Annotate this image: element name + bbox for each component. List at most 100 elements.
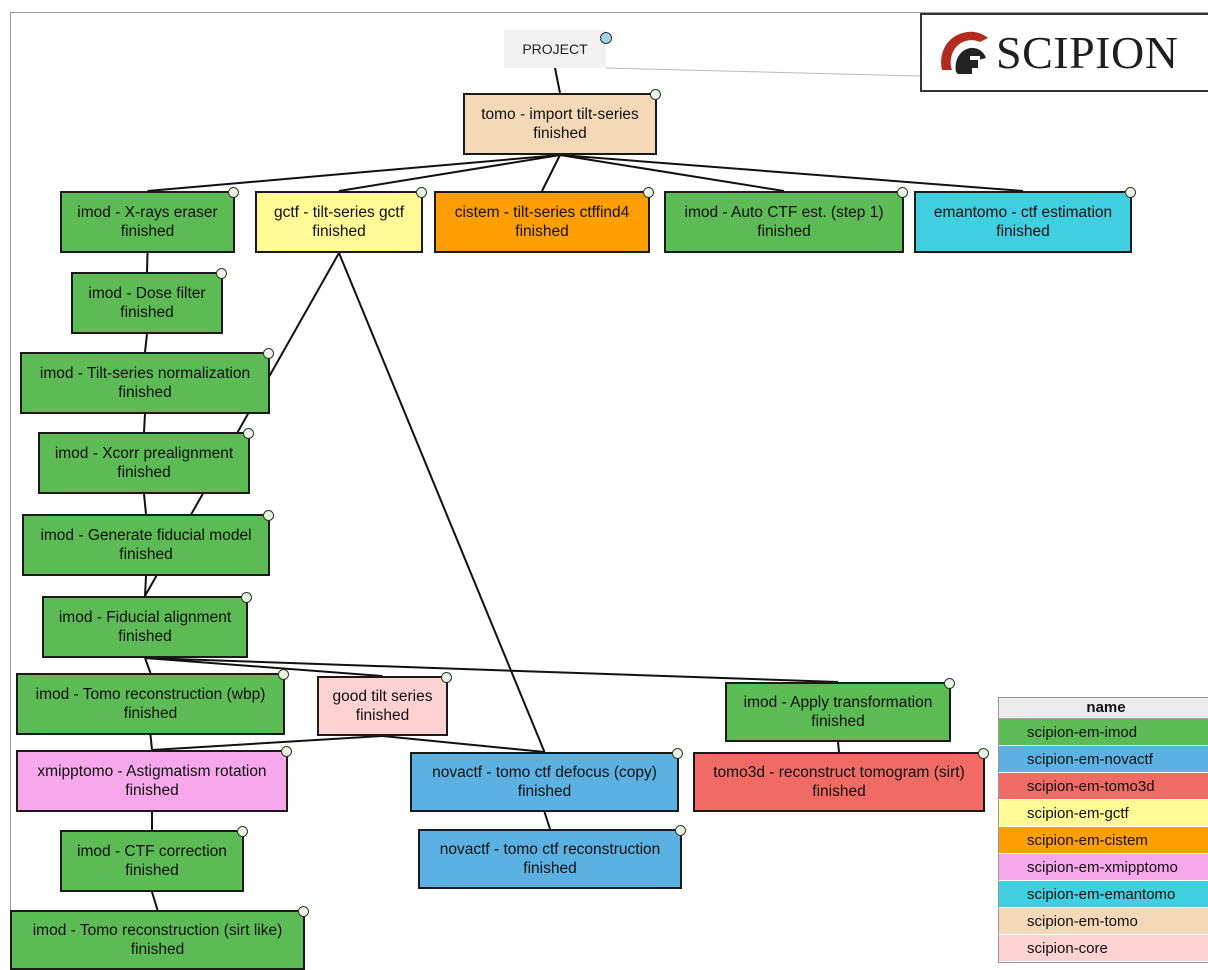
project-label: PROJECT xyxy=(522,41,588,57)
node-title: imod - Auto CTF est. (step 1) xyxy=(684,204,884,221)
protocol-node-autoctf[interactable]: imod - Auto CTF est. (step 1) finished xyxy=(664,187,908,253)
protocol-node-applytr[interactable]: imod - Apply transformation finished xyxy=(725,678,955,742)
status-dot-icon xyxy=(441,672,452,683)
edge-fidalign-goodts xyxy=(144,657,383,677)
protocol-node-tomo3d[interactable]: tomo3d - reconstruct tomogram (sirt)fini… xyxy=(693,748,989,812)
protocol-node-goodts[interactable]: good tilt series finished xyxy=(317,672,452,736)
legend-row: scipion-em-emantomo xyxy=(999,881,1208,908)
node-title: tomo - import tilt-series xyxy=(481,106,639,123)
node-title: imod - Tomo reconstruction (wbp) xyxy=(35,686,266,703)
node-title: imod - Tomo reconstruction (sirt like) xyxy=(32,922,283,939)
node-title: imod - Xcorr prealignment xyxy=(54,445,234,462)
edge-import-xrays xyxy=(147,154,561,192)
edge-novadef-novarec xyxy=(543,811,551,830)
node-title: gctf - tilt-series gctf xyxy=(273,204,405,221)
node-title: imod - Dose filter xyxy=(88,285,206,302)
node-status: finished xyxy=(118,384,172,401)
status-dot-icon xyxy=(216,268,227,279)
protocol-node-gctf[interactable]: gctf - tilt-series gctf finished xyxy=(255,187,427,253)
legend-row: scipion-em-novactf xyxy=(999,746,1208,773)
edge-goodts-novadef xyxy=(382,735,545,753)
edge-import-emantomo xyxy=(559,154,1024,192)
node-status: finished xyxy=(118,628,172,645)
status-dot-icon xyxy=(600,32,612,44)
status-dot-icon xyxy=(281,746,292,757)
legend-header: name xyxy=(999,698,1208,719)
protocol-node-norm[interactable]: imod - Tilt-series normalization finished xyxy=(20,348,274,414)
node-title: imod - Tilt-series normalization xyxy=(39,365,251,382)
node-status: finished xyxy=(312,223,366,240)
status-dot-icon xyxy=(978,748,989,759)
status-dot-icon xyxy=(243,428,254,439)
status-dot-icon xyxy=(675,825,686,836)
project-root-node[interactable]: PROJECT xyxy=(504,30,612,68)
status-dot-icon xyxy=(228,187,239,198)
status-dot-icon xyxy=(1125,187,1136,198)
node-status: finished xyxy=(355,707,410,724)
node-title: good tilt series xyxy=(332,688,433,705)
status-dot-icon xyxy=(263,510,274,521)
node-title: imod - Apply transformation xyxy=(743,694,933,711)
node-status: finished xyxy=(123,705,178,722)
edge-applytr-tomo3d xyxy=(837,741,840,753)
node-status: finished xyxy=(757,223,811,240)
legend-row: scipion-em-imod xyxy=(999,719,1208,746)
protocol-node-novadef[interactable]: novactf - tomo ctf defocus (copy)finishe… xyxy=(410,748,683,812)
edge-import-autoctf xyxy=(559,154,785,192)
node-title: imod - Generate fiducial model xyxy=(40,527,252,544)
edge-import-cistem xyxy=(541,154,561,192)
edge-wbp-astig xyxy=(149,734,153,751)
node-title: imod - X-rays eraser xyxy=(77,204,218,221)
protocol-node-xcorr[interactable]: imod - Xcorr prealignment finished xyxy=(38,428,254,494)
edge-xcorr-fidmodel xyxy=(143,493,147,515)
logo-text: SCIPION xyxy=(996,27,1179,78)
edge-goodts-astig xyxy=(151,735,383,751)
edge-fidalign-wbp xyxy=(144,657,152,674)
spartan-helmet-icon xyxy=(941,31,988,74)
edge-fidmodel-fidalign xyxy=(144,575,147,597)
edge-xrays-dose xyxy=(146,252,149,273)
node-title: novactf - tomo ctf reconstruction xyxy=(439,841,661,858)
node-status: finished xyxy=(517,783,572,800)
node-status: finished xyxy=(996,223,1050,240)
node-status: finished xyxy=(811,713,865,730)
protocol-node-wbp[interactable]: imod - Tomo reconstruction (wbp) finished xyxy=(16,669,289,735)
status-dot-icon xyxy=(897,187,908,198)
node-status: finished xyxy=(117,464,171,481)
status-dot-icon xyxy=(650,89,661,100)
node-status: finished xyxy=(120,223,175,240)
protocol-node-fidmodel[interactable]: imod - Generate fiducial model finished xyxy=(22,510,274,576)
legend-row: scipion-em-tomo xyxy=(999,908,1208,935)
protocol-node-sirt[interactable]: imod - Tomo reconstruction (sirt like) fi… xyxy=(10,906,309,970)
canvas-border-left xyxy=(10,12,11,964)
node-status: finished xyxy=(119,546,173,563)
legend-row: scipion-em-xmipptomo xyxy=(999,854,1208,881)
canvas-border-top xyxy=(10,12,1208,13)
edge-project-import xyxy=(554,67,561,94)
status-dot-icon xyxy=(416,187,427,198)
legend-row: scipion-em-cistem xyxy=(999,827,1208,854)
status-dot-icon xyxy=(278,669,289,680)
node-status: finished xyxy=(812,783,866,800)
node-status: finished xyxy=(515,223,569,240)
edge-fidalign-applytr xyxy=(144,657,839,683)
node-status: finished xyxy=(125,782,179,799)
legend-row: scipion-em-gctf xyxy=(999,800,1208,827)
node-title: imod - CTF correction xyxy=(77,843,227,860)
edge-import-gctf xyxy=(338,154,561,192)
edge-ctfcorr-sirt xyxy=(151,891,159,911)
node-status: finished xyxy=(130,941,185,958)
status-dot-icon xyxy=(643,187,654,198)
protocol-node-xrays[interactable]: imod - X-rays eraser finished xyxy=(60,187,239,253)
